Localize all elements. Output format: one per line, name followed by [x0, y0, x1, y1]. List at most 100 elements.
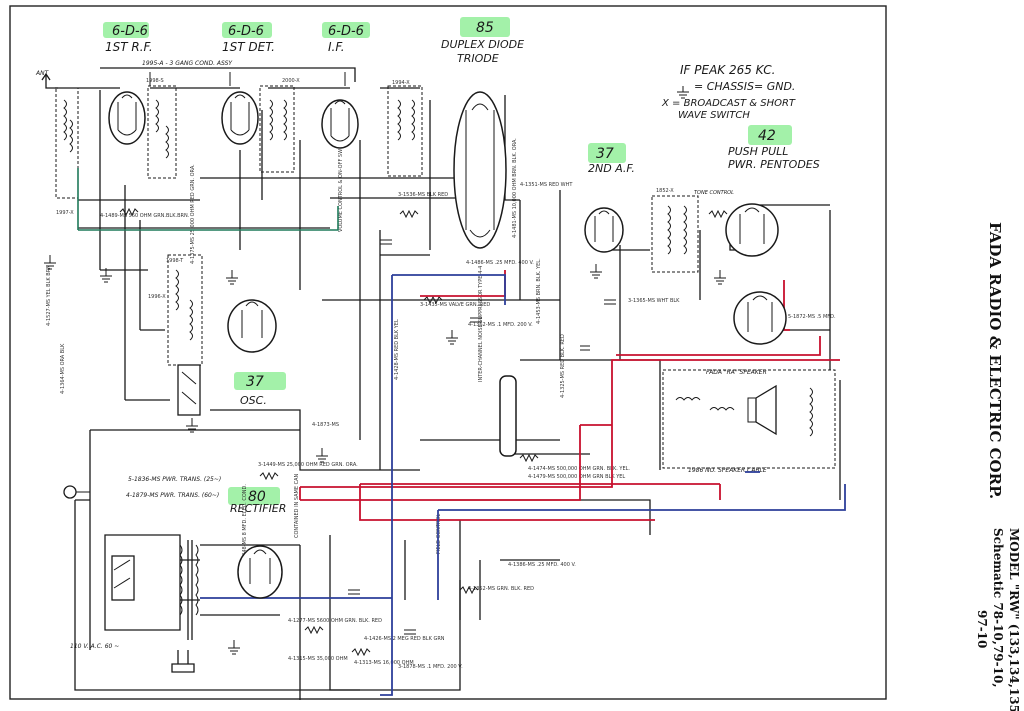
resistor-1325-label: 4-1325-MS RED BLK. RED — [560, 334, 566, 398]
misc-components — [111, 364, 201, 601]
det-tube-function: 1ST DET. — [222, 40, 275, 54]
ground-icon-7 — [714, 270, 726, 285]
pp-tube-type: 42 — [758, 128, 776, 144]
coil-1997-label: 1997-X — [56, 210, 74, 216]
duplex-tube-function-2: TRIODE — [457, 52, 499, 65]
rect-tube-type: 80 — [248, 489, 266, 505]
resistor-1426-label: 4-1426-MS 2 MEG RED BLK GRN — [364, 636, 445, 642]
resistor-1449-label: 3-1449-MS 25,000 OHM RED GRN. ORA. — [258, 462, 358, 468]
osc-tube-type: 37 — [246, 374, 264, 390]
resistor-1375-label: 4-1375-MS 25,000 OHM RED GRN. ORA. — [190, 164, 196, 264]
cond-1872-label: 5-1872-MS .5 MFD. — [788, 314, 836, 320]
side-title-block: FADA RADIO & ELECTRIC CORP. MODEL "RW" (… — [975, 222, 1021, 711]
duplex-tube-function-1: DUPLEX DIODE — [441, 38, 524, 51]
pp-tube-function-1: PUSH PULL — [728, 145, 788, 158]
if-tube-type: 6-D-6 — [328, 24, 364, 39]
model-line: MODEL "RW" (133,134,135 — [1007, 528, 1021, 711]
resistor-1481-label: 4-1481-MS 10,000 OHM BRN. BLK. ORA. — [512, 138, 518, 238]
speaker-label: FADA "RA" SPEAKER — [706, 369, 767, 376]
ground-icon-8 — [228, 640, 240, 655]
rf-tube-type: 6-D-6 — [112, 24, 148, 39]
pwr-trans-60-label: 4-1879-MS PWR. TRANS. (60~) — [126, 492, 219, 499]
chassis-note: = CHASSIS= GND. — [694, 80, 795, 93]
field-cond-label: FIELD CONTROL — [436, 514, 442, 554]
resistor-1479-label: 4-1479-MS 500,000 OHM GRN BLK YEL — [528, 474, 625, 480]
ant-coil-can — [55, 87, 79, 199]
af-transformer-can — [651, 195, 699, 273]
gnd-blk-red-label: 4-1352-MS GRN. BLK. RED — [468, 586, 534, 592]
ground-icon-3 — [316, 448, 328, 463]
company-name: FADA RADIO & ELECTRIC CORP. — [986, 222, 1004, 499]
cond-1313-label: 4-1313-MS 16,000 OHM — [354, 660, 414, 666]
cond-elec-label: 5-1448-MS 8 MFD. ELEC. COND. — [242, 484, 248, 564]
ground-icon-4 — [446, 330, 458, 345]
cond-1878-label: 3-1878-MS .1 MFD. 200 V. — [398, 664, 463, 670]
switch-note-1: X = BROADCAST & SHORT — [661, 98, 796, 109]
coil-1852-label: 1852-X — [656, 188, 674, 194]
pp-tube-2-icon — [733, 291, 787, 345]
osc-tube-icon — [227, 299, 277, 353]
ac-line-label: 110 V. A.C. 60 ~ — [70, 643, 119, 650]
resistor-1435-label: 3-1435-MS VALVE GRN. RED — [420, 302, 490, 308]
notes-block: IF PEAK 265 KC. = CHASSIS= GND. X = BROA… — [661, 63, 796, 121]
resistor-red-wht-label: 4-1351-MS RED WHT — [520, 182, 573, 188]
resistor-grn-blk-label: 4-1489-MS 560 OHM GRN.BLK.BRN. — [100, 213, 190, 219]
duplex-tube-type: 85 — [476, 20, 494, 36]
tube-label-highlights — [103, 17, 792, 505]
bias-wire-blue-2 — [200, 484, 846, 600]
resistor-blk-red-label: 3-1536-MS BLK RED — [398, 192, 448, 198]
coil-1998t-label: 1998-T — [166, 258, 184, 264]
rect-tube-function: RECTIFIER — [230, 502, 286, 515]
ground-icon-9 — [100, 268, 112, 283]
coil-2000-label: 2000-X — [282, 78, 300, 84]
pwr-trans-25-label: 5-1836-MS PWR. TRANS. (25~) — [128, 476, 221, 483]
coil-1994-label: 1994-X — [392, 80, 410, 86]
ground-icon-2 — [226, 270, 238, 285]
pp-tube-1-icon — [725, 203, 779, 257]
coil-1998-label: 1998-S — [146, 78, 164, 84]
resistor-1277-label: 4-1277-MS 5600 OHM GRN. BLK. RED — [288, 618, 382, 624]
plus-b-wire-red — [299, 359, 840, 501]
antenna-icon — [41, 72, 58, 89]
osc-padder-icon — [177, 364, 201, 416]
coil-1996-label: 1996-X — [148, 294, 166, 300]
det-tube-icon — [221, 91, 259, 145]
noise-suppressor-tube-icon — [499, 375, 517, 457]
page-frame — [9, 5, 887, 700]
gang-condenser-line — [100, 67, 356, 82]
pp-tube-function-2: PWR. PENTODES — [728, 158, 820, 171]
af2-tube-function: 2ND A.F. — [588, 162, 635, 175]
if-coil-can-1 — [259, 85, 295, 173]
if-coil-can-2 — [387, 85, 423, 177]
colored-wiring — [77, 168, 846, 696]
ac-plug-icon — [171, 650, 195, 673]
tubes — [108, 91, 787, 599]
cond-1486-label: 4-1486-MS .25 MFD. 400 V. — [466, 260, 534, 266]
af2-tube-type: 37 — [596, 146, 614, 162]
schematic-line-2: 97-10 — [975, 610, 989, 648]
on-off-switch-icon — [111, 555, 135, 601]
ground-icon-5 — [186, 418, 198, 433]
gang-cond-label: 1995-A - 3 GANG COND. ASSY — [142, 60, 233, 67]
rect-tube-icon — [237, 545, 283, 599]
speaker-can — [662, 369, 836, 469]
cont-same-can-label: CONTAINED IN SAME CAN — [294, 473, 300, 538]
if-tube-function: I.F. — [328, 40, 345, 54]
duplex-tube-icon — [453, 91, 507, 249]
osc-tube-function: OSC. — [240, 394, 267, 407]
resistor-yel-blk-label: 4-1527-MS YEL BLK BRN — [46, 265, 52, 326]
resistor-1315-label: 4-1315-MS 35,000 OHM — [288, 656, 348, 662]
ground-icon-6 — [590, 264, 602, 279]
ant-label: ANT — [35, 70, 50, 77]
bias-wire-blue — [380, 274, 506, 696]
field-wire-red — [359, 483, 721, 521]
rf-tube-function: 1ST R.F. — [105, 40, 153, 54]
ground-icon-1 — [44, 255, 56, 270]
af2-tube-icon — [584, 207, 624, 253]
tube-labels: 6-D-6 1ST R.F. 6-D-6 1ST DET. 6-D-6 I.F.… — [105, 20, 820, 515]
ground-symbol-icon — [677, 86, 689, 99]
rf-tube-icon — [108, 91, 146, 145]
switch-note-2: WAVE SWITCH — [678, 110, 750, 121]
cond-1873-label: 4-1873-MS — [312, 422, 339, 428]
